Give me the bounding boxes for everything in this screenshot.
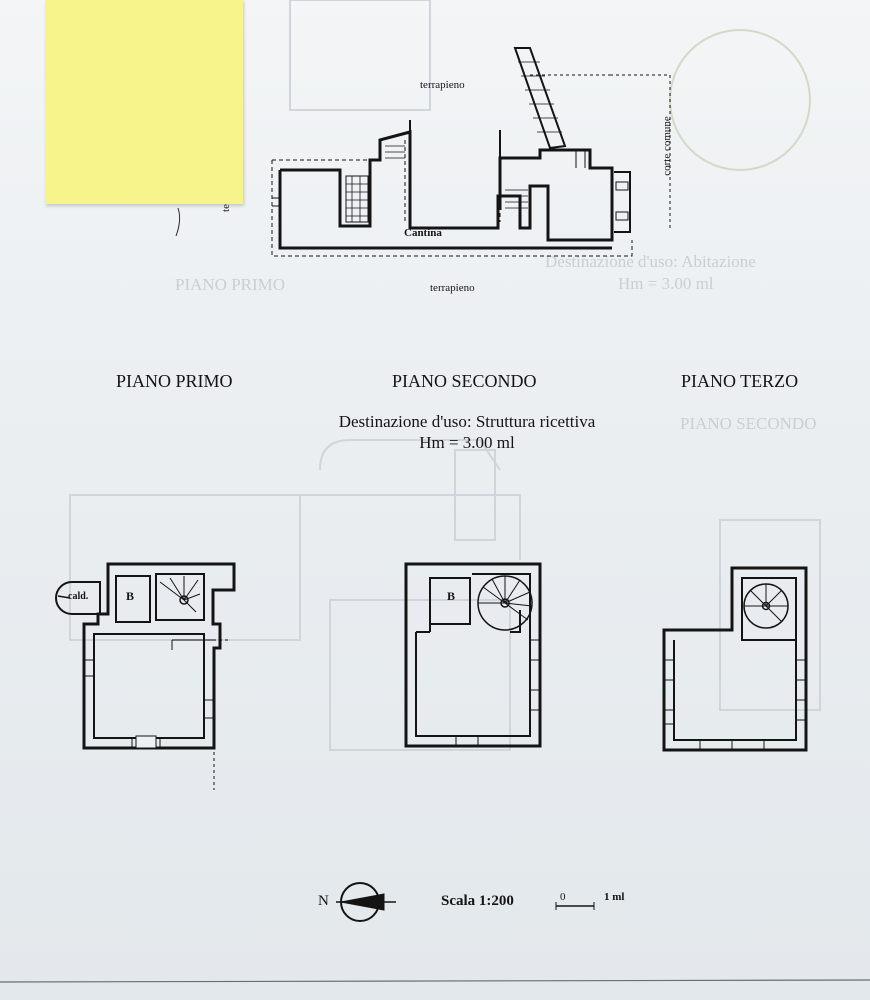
destination-line1: Destinazione d'uso: Struttura ricettiva [338,412,596,431]
basement-wall-left [278,130,614,250]
label-north: N [318,893,329,909]
ghost-floor-left: PIANO PRIMO [175,275,286,294]
title-piano-primo: PIANO PRIMO [116,371,233,391]
label-left-fragment: te [219,204,232,212]
terzo-outer-wall [662,566,808,752]
scale-bar [555,902,595,910]
sheet-edge-line [0,979,870,983]
terzo-inner-wall [673,577,797,741]
scalebar-end: 1 ml [604,891,625,903]
north-arrow-symbol [336,882,396,922]
plan-piano-secondo [404,562,542,748]
primo-bathroom [115,575,151,623]
label-cantina: Cantina [404,227,442,239]
title-piano-terzo: PIANO TERZO [681,371,799,391]
secondo-outer-wall [404,562,542,748]
label-bagno-secondo: B [447,589,456,603]
plan-piano-primo [55,562,236,790]
label-corte-comune: corte comune [660,116,673,176]
primo-inner-wall [93,633,205,739]
basement-ramp [513,47,567,150]
ghost-dest-line1: Destinazione d'uso: Abitazione [545,252,756,271]
label-caldaia: cald. [68,591,89,602]
primo-outer-wall [82,562,236,750]
secondo-inner-wall [415,573,531,737]
basement-dashed-outline [271,159,633,257]
scalebar-zero: 0 [560,891,566,903]
label-terrapieno-top: terrapieno [420,79,465,91]
ghost-dest-line2: Hm = 3.00 ml [618,274,714,293]
primo-stair [155,573,205,621]
secondo-bathroom [429,577,471,625]
destination-line2: Hm = 3.00 ml [419,433,515,452]
primo-boiler [55,581,101,615]
ghost-floor-right: PIANO SECONDO [680,414,817,433]
label-bagno-primo: B [126,589,135,603]
basement-plan [271,47,671,257]
plan-piano-terzo [662,566,808,752]
title-piano-secondo: PIANO SECONDO [392,371,537,391]
label-terrapieno-bottom: terrapieno [430,282,475,294]
label-scale: Scala 1:200 [441,893,514,909]
sticky-note [45,0,243,204]
